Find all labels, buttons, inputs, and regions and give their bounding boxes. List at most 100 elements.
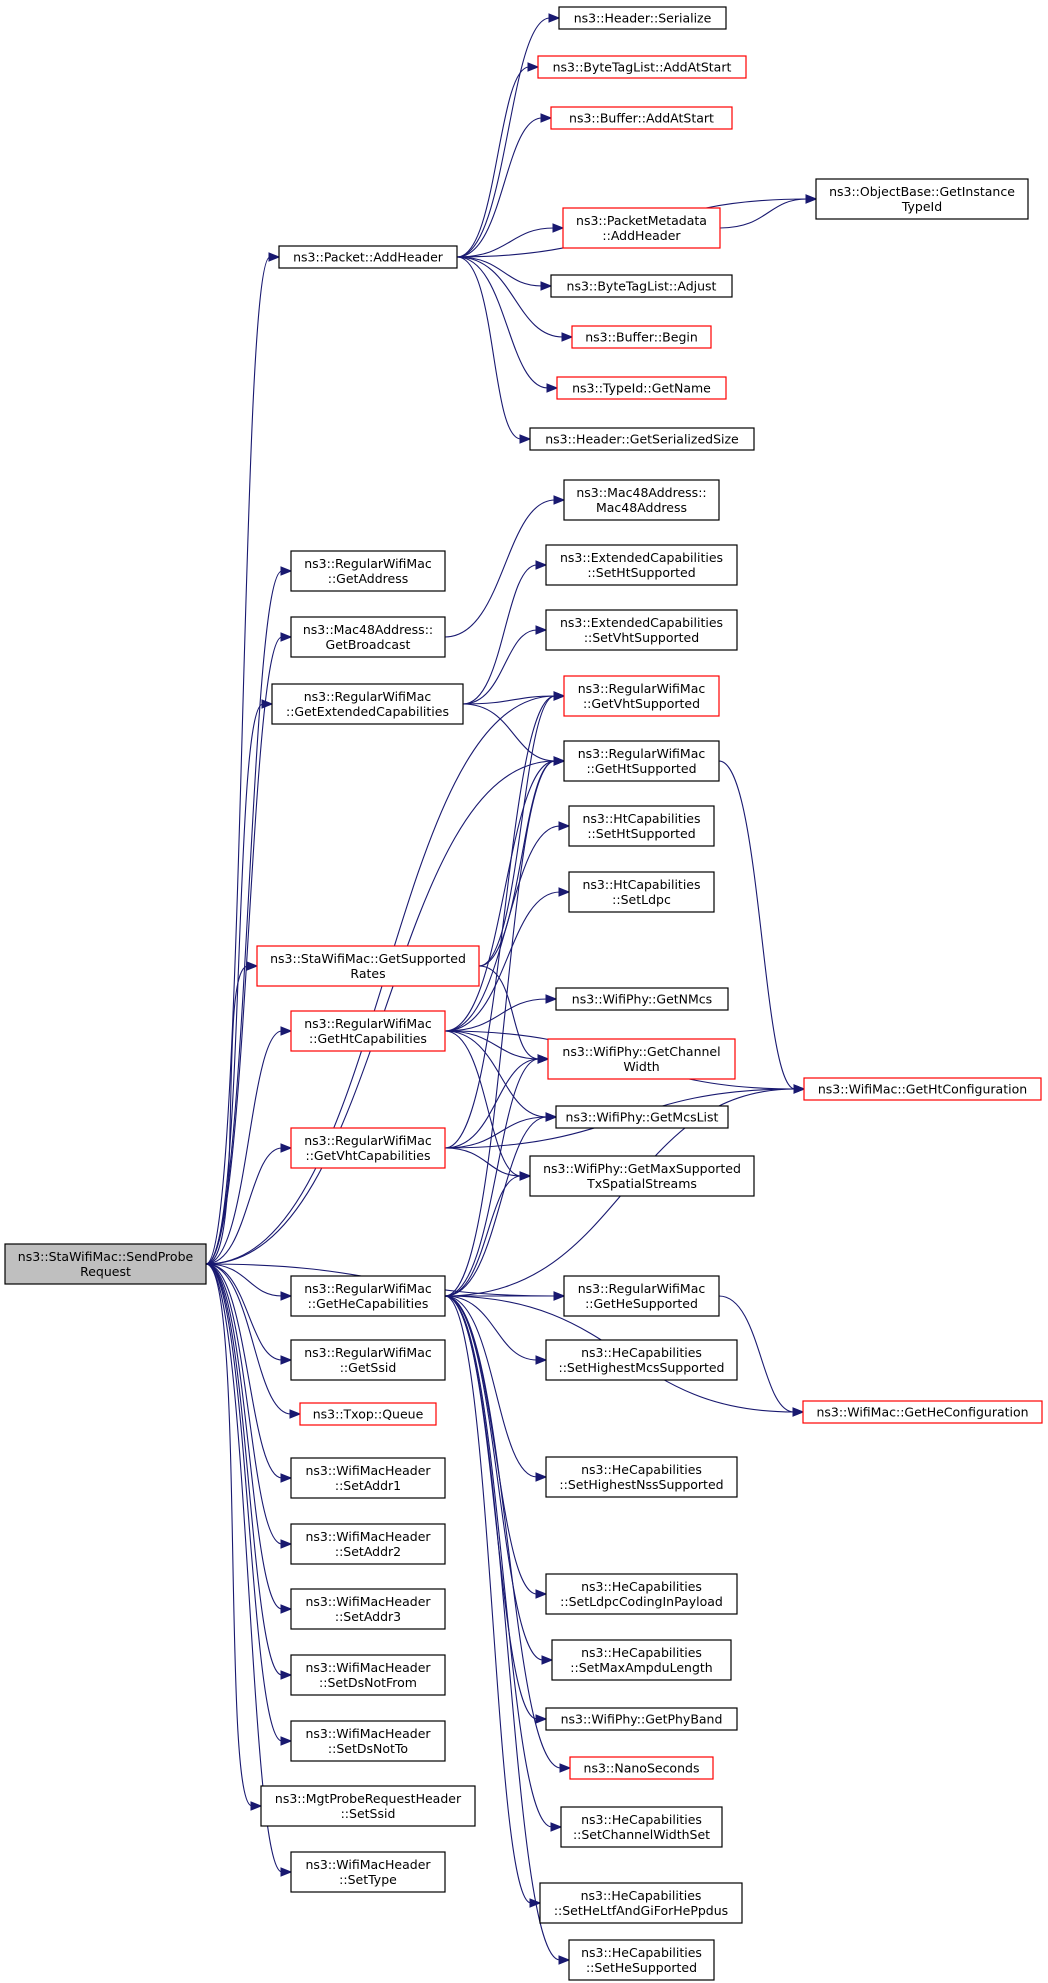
node-hserialize[interactable]: ns3::Header::Serialize: [558, 6, 727, 30]
node-hesethighestmcs[interactable]: ns3::HeCapabilities::SetHighestMcsSuppor…: [545, 1339, 738, 1381]
node-box: [290, 1127, 446, 1169]
node-hgetserializedsize[interactable]: ns3::Header::GetSerializedSize: [529, 427, 755, 451]
node-box: [545, 1339, 738, 1381]
edge-gethecap-to-hesethesupported: [444, 1295, 571, 1965]
node-box: [563, 1275, 720, 1317]
node-label-line: ns3::WifiPhy::GetMaxSupported: [543, 1161, 741, 1176]
node-setaddr1[interactable]: ns3::WifiMacHeader::SetAddr1: [290, 1457, 446, 1499]
node-label-line: ns3::RegularWifiMac: [304, 556, 432, 571]
node-gethtcap[interactable]: ns3::RegularWifiMac::GetHtCapabilities: [290, 1010, 446, 1052]
node-hesetmaxampdu[interactable]: ns3::HeCapabilities::SetMaxAmpduLength: [551, 1639, 732, 1681]
node-label-line: ns3::HeCapabilities: [581, 1579, 702, 1594]
node-setdsnotto[interactable]: ns3::WifiMacHeader::SetDsNotTo: [290, 1720, 446, 1762]
node-label-line: ns3::ExtendedCapabilities: [560, 550, 723, 565]
node-label-line: ns3::ExtendedCapabilities: [560, 615, 723, 630]
node-htsethtsupported[interactable]: ns3::HtCapabilities::SetHtSupported: [568, 805, 715, 847]
node-label-line: ns3::NanoSeconds: [584, 1761, 700, 1776]
edge-gethesupported-to-getheconfig: [718, 1295, 805, 1417]
node-hesetheltf[interactable]: ns3::HeCapabilities::SetHeLtfAndGiForHeP…: [539, 1882, 743, 1924]
node-gethecap[interactable]: ns3::RegularWifiMac::GetHeCapabilities: [290, 1275, 446, 1317]
node-box: [568, 871, 715, 913]
node-pmaddheader[interactable]: ns3::PacketMetadata::AddHeader: [562, 207, 721, 249]
edge-gethecap-to-getchannelwidth: [444, 1054, 550, 1297]
node-getvhtsupported[interactable]: ns3::RegularWifiMac::GetVhtSupported: [563, 675, 720, 717]
node-label-line: GetBroadcast: [326, 637, 411, 652]
edge-getextcap-to-extsethtsupported: [462, 560, 548, 705]
node-mgtsetssid[interactable]: ns3::MgtProbeRequestHeader::SetSsid: [260, 1785, 476, 1827]
node-box: [563, 740, 720, 782]
edge-root-to-mgtsetssid: [205, 1263, 263, 1811]
edge-root-to-setaddr1: [205, 1263, 293, 1483]
node-box: [803, 1077, 1042, 1101]
node-getmcslist[interactable]: ns3::WifiPhy::GetMcsList: [555, 1105, 729, 1129]
node-box: [568, 805, 715, 847]
node-box: [568, 1939, 715, 1981]
node-box: [290, 1523, 446, 1565]
edge-root-to-getsupportedrates: [205, 961, 259, 1265]
node-hesetchannelwidthset[interactable]: ns3::HeCapabilities::SetChannelWidthSet: [560, 1806, 723, 1848]
edge-gethecap-to-hesethighestmcs: [444, 1295, 548, 1365]
node-getphyband[interactable]: ns3::WifiPhy::GetPhyBand: [545, 1707, 738, 1731]
edge-gethecap-to-getmcslist: [444, 1112, 558, 1297]
node-getextcap[interactable]: ns3::RegularWifiMac::GetExtendedCapabili…: [271, 683, 464, 725]
node-extsethtsupported[interactable]: ns3::ExtendedCapabilities::SetHtSupporte…: [545, 544, 738, 586]
node-getvhtcap[interactable]: ns3::RegularWifiMac::GetVhtCapabilities: [290, 1127, 446, 1169]
node-gethtconfig[interactable]: ns3::WifiMac::GetHtConfiguration: [803, 1077, 1042, 1101]
edge-gethtcap-to-gethtsupported: [444, 756, 566, 1032]
node-getbroadcast[interactable]: ns3::Mac48Address::GetBroadcast: [290, 616, 446, 658]
node-box: [290, 1010, 446, 1052]
node-nanoseconds[interactable]: ns3::NanoSeconds: [569, 1756, 714, 1780]
node-label-line: ns3::RegularWifiMac: [304, 1016, 432, 1031]
node-mac48address[interactable]: ns3::Mac48Address::Mac48Address: [563, 479, 720, 521]
node-box: [547, 1038, 736, 1080]
node-label-line: ::SetChannelWidthSet: [573, 1827, 710, 1842]
node-getheconfig[interactable]: ns3::WifiMac::GetHeConfiguration: [802, 1400, 1043, 1424]
node-gethesupported[interactable]: ns3::RegularWifiMac::GetHeSupported: [563, 1275, 720, 1317]
node-box: [290, 1275, 446, 1317]
node-txopqueue[interactable]: ns3::Txop::Queue: [299, 1402, 437, 1426]
node-bufbegin[interactable]: ns3::Buffer::Begin: [571, 325, 712, 349]
edge-gethtcap-to-htsethtsupported: [444, 821, 571, 1032]
node-label-line: ns3::Header::Serialize: [574, 11, 712, 26]
node-btladdatstart[interactable]: ns3::ByteTagList::AddAtStart: [537, 55, 747, 79]
node-label-line: TxSpatialStreams: [586, 1176, 697, 1191]
node-getaddress[interactable]: ns3::RegularWifiMac::GetAddress: [290, 550, 446, 592]
node-btladjust[interactable]: ns3::ByteTagList::Adjust: [550, 274, 733, 298]
node-box: [290, 1339, 446, 1381]
node-setaddr3[interactable]: ns3::WifiMacHeader::SetAddr3: [290, 1588, 446, 1630]
node-setaddr2[interactable]: ns3::WifiMacHeader::SetAddr2: [290, 1523, 446, 1565]
node-box: [290, 1851, 446, 1893]
node-addheader[interactable]: ns3::Packet::AddHeader: [278, 245, 458, 269]
node-hesetldpc[interactable]: ns3::HeCapabilities::SetLdpcCodingInPayl…: [545, 1573, 738, 1615]
node-hesethesupported[interactable]: ns3::HeCapabilities::SetHeSupported: [568, 1939, 715, 1981]
node-getnmcs[interactable]: ns3::WifiPhy::GetNMcs: [555, 987, 729, 1011]
node-label-line: ::SetHighestMcsSupported: [559, 1360, 725, 1375]
edge-gethecap-to-hesethighestnss: [444, 1295, 548, 1482]
node-hesethighestnss[interactable]: ns3::HeCapabilities::SetHighestNssSuppor…: [545, 1456, 738, 1498]
node-setdsnotfrom[interactable]: ns3::WifiMacHeader::SetDsNotFrom: [290, 1654, 446, 1696]
node-htsetldpc[interactable]: ns3::HtCapabilities::SetLdpc: [568, 871, 715, 913]
node-extsetvhtsupported[interactable]: ns3::ExtendedCapabilities::SetVhtSupport…: [545, 609, 738, 651]
node-box: [271, 683, 464, 725]
node-label-line: ns3::RegularWifiMac: [304, 1281, 432, 1296]
node-gethtsupported[interactable]: ns3::RegularWifiMac::GetHtSupported: [563, 740, 720, 782]
node-typeidgetname[interactable]: ns3::TypeId::GetName: [556, 376, 727, 400]
node-label-line: ::SetDsNotTo: [328, 1741, 408, 1756]
node-box: [550, 106, 733, 130]
edge-pmaddheader-to-getinstancetypeid: [719, 194, 818, 229]
node-getmaxsupported[interactable]: ns3::WifiPhy::GetMaxSupportedTxSpatialSt…: [529, 1155, 755, 1197]
node-box: [555, 987, 729, 1011]
edge-root-to-gethecap: [205, 1263, 293, 1301]
node-getssid[interactable]: ns3::RegularWifiMac::GetSsid: [290, 1339, 446, 1381]
node-bufaddatstart[interactable]: ns3::Buffer::AddAtStart: [550, 106, 733, 130]
edge-addheader-to-hserialize: [456, 13, 561, 258]
node-settype[interactable]: ns3::WifiMacHeader::SetType: [290, 1851, 446, 1893]
node-box: [545, 1707, 738, 1731]
node-box: [529, 1155, 755, 1197]
node-box: [551, 1639, 732, 1681]
node-box: [545, 1456, 738, 1498]
